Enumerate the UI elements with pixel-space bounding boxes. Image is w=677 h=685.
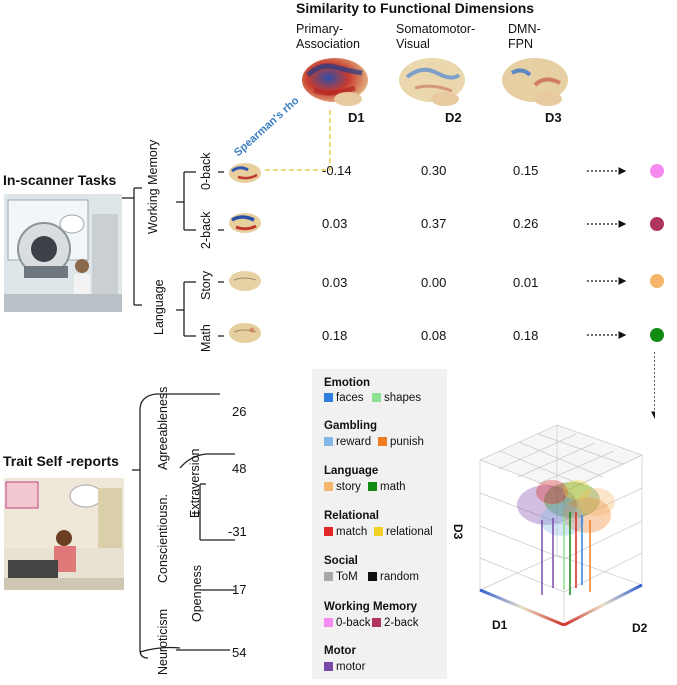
value-math-d1: 0.18 bbox=[322, 328, 348, 343]
trait-value-4: 17 bbox=[232, 582, 247, 597]
value-math-d3: 0.18 bbox=[513, 328, 539, 343]
row-brain-0-back bbox=[229, 163, 261, 183]
trait-heading: Trait Self -reports bbox=[3, 453, 119, 469]
legend-title-working-memory: Working Memory bbox=[324, 601, 418, 613]
legend-item-motor: motor bbox=[324, 661, 365, 673]
legend-item-2-back: 2-back bbox=[372, 617, 419, 629]
row-brain-2-back bbox=[229, 213, 261, 233]
row-brain-math bbox=[229, 323, 261, 343]
swatch-match bbox=[324, 527, 333, 536]
dimension-header-d2: Somatomotor-Visual bbox=[396, 22, 476, 51]
value-story-d1: 0.03 bbox=[322, 275, 348, 290]
cube-axis-d1: D1 bbox=[492, 618, 508, 632]
legend-title-relational: Relational bbox=[324, 510, 379, 522]
legend-item-story: story bbox=[324, 481, 361, 493]
value-0-back-d2: 0.30 bbox=[421, 163, 447, 178]
dimension-short-d3: D3 bbox=[545, 110, 562, 125]
self-report-illustration bbox=[4, 478, 124, 590]
trait-value-3: -31 bbox=[228, 524, 247, 539]
dimension-header-d1: Primary-Association bbox=[296, 22, 360, 51]
value-math-d2: 0.08 bbox=[421, 328, 447, 343]
cube-axis-d2: D2 bbox=[632, 621, 648, 635]
trait-value-5: 54 bbox=[232, 645, 247, 660]
legend-item-random: random bbox=[368, 571, 419, 583]
brain-map-d1 bbox=[302, 58, 368, 106]
trait-extraversion: Extraversion bbox=[188, 448, 202, 518]
swatch-2-back bbox=[372, 618, 381, 627]
legend-title-motor: Motor bbox=[324, 645, 356, 657]
rho-connector bbox=[262, 110, 331, 171]
figure-title: Similarity to Functional Dimensions bbox=[296, 0, 535, 16]
legend-title-gambling: Gambling bbox=[324, 420, 378, 432]
legend-item-faces: faces bbox=[324, 392, 364, 404]
swatch-motor bbox=[324, 662, 333, 671]
legend-item-shapes: shapes bbox=[372, 392, 421, 404]
dotted-arrows bbox=[587, 167, 655, 420]
row-label-math: Math bbox=[199, 324, 213, 352]
legend-item-tom: ToM bbox=[324, 571, 358, 583]
swatch-0-back bbox=[324, 618, 333, 627]
task-bracket-tree bbox=[122, 171, 224, 337]
trait-agreeableness: Agreeableness bbox=[156, 386, 170, 470]
dimension-short-d2: D2 bbox=[445, 110, 462, 125]
row-label-0-back: 0-back bbox=[199, 152, 213, 190]
trait-bracket-tree bbox=[132, 393, 235, 659]
swatch-math bbox=[368, 482, 377, 491]
legend-title-social: Social bbox=[324, 555, 358, 567]
swatch-story bbox=[324, 482, 333, 491]
swatch-random bbox=[368, 572, 377, 581]
swatch-faces bbox=[324, 393, 333, 402]
dot-story bbox=[650, 274, 664, 288]
scanner-illustration bbox=[4, 194, 122, 312]
value-2-back-d3: 0.26 bbox=[513, 216, 539, 231]
legend-title-language: Language bbox=[324, 465, 379, 477]
trait-value-2: 48 bbox=[232, 461, 247, 476]
group-working-memory: Working Memory bbox=[146, 139, 160, 234]
legend-item-reward: reward bbox=[324, 436, 371, 448]
swatch-relational bbox=[374, 527, 383, 536]
legend-item-relational: relational bbox=[374, 526, 433, 538]
legend-panel: Emotion faces shapes Gambling reward pun… bbox=[312, 369, 447, 679]
swatch-shapes bbox=[372, 393, 381, 402]
value-2-back-d1: 0.03 bbox=[322, 216, 348, 231]
cube-axis-d3: D3 bbox=[452, 524, 465, 540]
swatch-tom bbox=[324, 572, 333, 581]
value-0-back-d1: -0.14 bbox=[322, 163, 352, 178]
brain-map-d2 bbox=[399, 58, 465, 106]
dot-0-back bbox=[650, 164, 664, 178]
legend-item-math: math bbox=[368, 481, 406, 493]
dot-math bbox=[650, 328, 664, 342]
trait-conscientiousness: Conscientiousn. bbox=[156, 494, 170, 583]
value-2-back-d2: 0.37 bbox=[421, 216, 447, 231]
legend-item-0-back: 0-back bbox=[324, 617, 371, 629]
legend-item-match: match bbox=[324, 526, 367, 538]
legend-title-emotion: Emotion bbox=[324, 377, 370, 389]
trait-value-1: 26 bbox=[232, 404, 247, 419]
value-0-back-d3: 0.15 bbox=[513, 163, 539, 178]
brain-map-d3 bbox=[502, 58, 568, 106]
dimension-header-d3: DMN-FPN bbox=[508, 22, 541, 51]
legend-item-punish: punish bbox=[378, 436, 424, 448]
trait-openness: Openness bbox=[190, 565, 204, 622]
value-story-d3: 0.01 bbox=[513, 275, 539, 290]
row-label-story: Story bbox=[199, 270, 213, 300]
in-scanner-heading: In-scanner Tasks bbox=[3, 172, 117, 188]
dot-2-back bbox=[650, 217, 664, 231]
row-label-2-back: 2-back bbox=[199, 211, 213, 249]
value-story-d2: 0.00 bbox=[421, 275, 447, 290]
trait-neuroticism: Neuroticism bbox=[156, 609, 170, 675]
group-language: Language bbox=[152, 279, 166, 335]
cube-3d-scatter: D3 D1 D2 bbox=[452, 424, 648, 635]
swatch-punish bbox=[378, 437, 387, 446]
row-brain-story bbox=[229, 271, 261, 291]
dimension-short-d1: D1 bbox=[348, 110, 365, 125]
swatch-reward bbox=[324, 437, 333, 446]
